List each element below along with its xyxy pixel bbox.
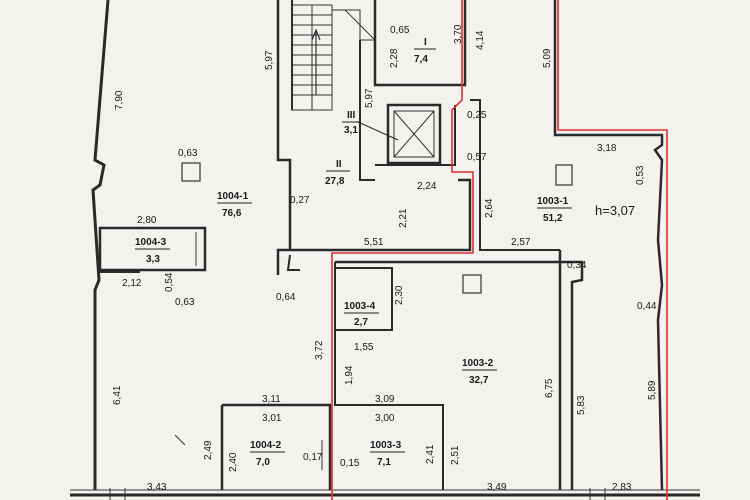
stair-bottom-left <box>286 254 300 271</box>
room-area-1003-2: 32,7 <box>469 375 489 386</box>
dim-155: 1,55 <box>354 342 374 353</box>
dim-224: 2,24 <box>417 181 437 192</box>
dim-309: 3,09 <box>375 394 395 405</box>
dim-414: 4,14 <box>475 30 486 50</box>
column-1003-1 <box>555 164 573 186</box>
room-label-iii: III <box>347 110 356 121</box>
elevator-diag-2 <box>393 110 435 158</box>
dim-194: 1,94 <box>344 365 355 385</box>
dim-583: 5,83 <box>576 395 587 415</box>
dim-064: 0,64 <box>276 292 296 303</box>
room-area-1003-4: 2,7 <box>354 317 368 328</box>
red-line-left <box>331 0 474 500</box>
dim-240: 2,40 <box>228 452 239 472</box>
room-1004-3-walls <box>98 226 207 272</box>
dim-017: 0,17 <box>303 452 323 463</box>
dim-251: 2,51 <box>450 445 461 465</box>
dim-589: 5,89 <box>647 380 658 400</box>
room-1003-3-walls <box>334 262 444 490</box>
room-label-1004-3: 1004-3 <box>135 237 167 248</box>
room-label-1003-1: 1003-1 <box>537 196 569 207</box>
dim-300: 3,00 <box>375 413 395 424</box>
room-label-1003-2: 1003-2 <box>462 358 494 369</box>
dim-370: 3,70 <box>453 24 464 44</box>
dim-065: 0,65 <box>390 25 410 36</box>
room-1003-1-left <box>558 250 584 490</box>
dim-372: 3,72 <box>314 340 325 360</box>
room-label-i: I <box>424 37 427 48</box>
room-area-1003-3: 7,1 <box>377 457 391 468</box>
dim-283: 2,83 <box>612 482 632 493</box>
column-1003-2 <box>462 274 482 294</box>
room-label-ii: II <box>336 159 342 170</box>
red-boundary <box>331 0 668 500</box>
dim-675: 6,75 <box>544 378 555 398</box>
left-outer-wall <box>91 0 110 490</box>
dim-790: 7,90 <box>114 90 125 110</box>
dim-343: 3,43 <box>147 482 167 493</box>
room-label-1003-3: 1003-3 <box>370 440 402 451</box>
dim-212: 2,12 <box>122 278 142 289</box>
stair-steps <box>291 4 376 111</box>
room-1004-2-walls <box>220 403 332 490</box>
room-1003-2-walls <box>335 260 562 490</box>
room-1003-4-walls <box>335 267 393 331</box>
dim-228: 2,28 <box>389 48 400 68</box>
labels: 7,90 5,97 5,97 0,65 2,28 3,70 4,14 5,09 … <box>112 24 658 493</box>
ceiling-height: h=3,07 <box>595 203 635 218</box>
column-1004-1 <box>181 162 201 182</box>
dim-054: 0,54 <box>164 272 175 292</box>
room-label-1004-1: 1004-1 <box>217 191 249 202</box>
room-area-1003-1: 51,2 <box>543 213 563 224</box>
dim-551: 5,51 <box>364 237 384 248</box>
red-line-right <box>557 0 668 500</box>
room-area-1004-3: 3,3 <box>146 254 160 265</box>
dim-241: 2,41 <box>425 444 436 464</box>
room-area-i: 7,4 <box>414 54 428 65</box>
dim-063b: 0,63 <box>175 297 195 308</box>
dim-318: 3,18 <box>597 143 617 154</box>
room-area-1004-2: 7,0 <box>256 457 270 468</box>
elevator-shaft <box>386 103 442 165</box>
dim-034: 0,34 <box>567 260 587 271</box>
dim-597a: 5,97 <box>264 50 275 70</box>
dim-221: 2,21 <box>398 208 409 228</box>
dim-301: 3,01 <box>262 413 282 424</box>
dim-264: 2,64 <box>484 198 495 218</box>
dim-057: 0,57 <box>467 152 487 163</box>
room-area-iii: 3,1 <box>344 125 358 136</box>
elevator-surround <box>375 105 456 166</box>
dim-597b: 5,97 <box>364 88 375 108</box>
dim-249: 2,49 <box>203 440 214 460</box>
room-label-1003-4: 1003-4 <box>344 301 376 312</box>
hall-ii-bottom <box>290 178 472 252</box>
room-area-1004-1: 76,6 <box>222 208 242 219</box>
dim-641: 6,41 <box>112 385 123 405</box>
dim-027: 0,27 <box>290 195 310 206</box>
dim-063a: 0,63 <box>178 148 198 159</box>
dim-280: 2,80 <box>137 215 157 226</box>
dim-044: 0,44 <box>637 301 657 312</box>
stair-right-wall <box>359 40 375 181</box>
dim-025: 0,25 <box>467 110 487 121</box>
corridor-wall <box>470 99 560 251</box>
dim-349: 3,49 <box>487 482 507 493</box>
dim-257: 2,57 <box>511 237 531 248</box>
walls <box>70 0 700 500</box>
dim-230: 2,30 <box>394 285 405 305</box>
room-area-ii: 27,8 <box>325 176 345 187</box>
dim-311: 3,11 <box>262 394 281 405</box>
room-1003-1-walls <box>553 0 664 491</box>
dim-509: 5,09 <box>542 48 553 68</box>
room-label-1004-2: 1004-2 <box>250 440 282 451</box>
bottom-stubs <box>109 434 606 500</box>
dim-015: 0,15 <box>340 458 360 469</box>
room-i-walls <box>373 0 467 87</box>
dim-053: 0,53 <box>635 165 646 185</box>
stair-left-wall <box>276 0 292 275</box>
